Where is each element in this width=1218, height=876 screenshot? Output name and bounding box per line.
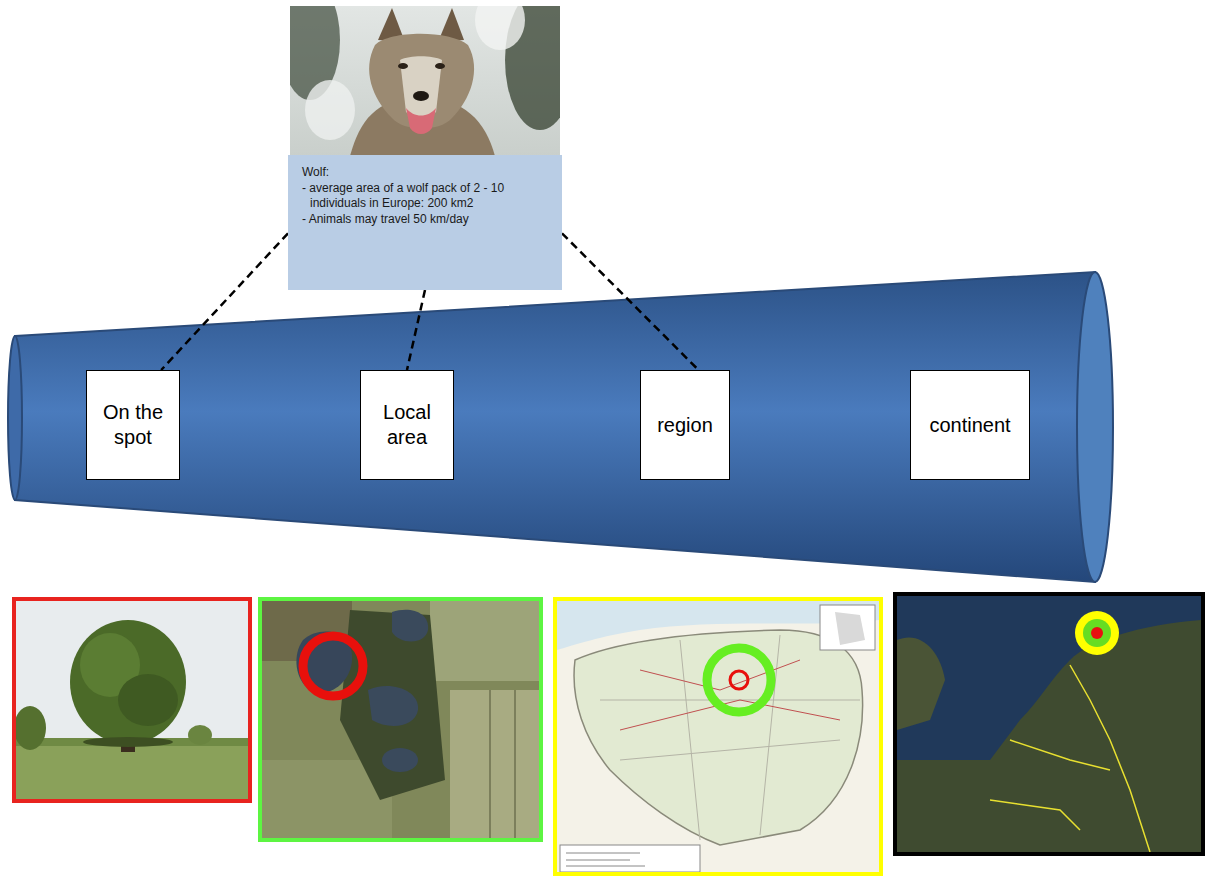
scale-box: Local area [360,370,454,480]
box-title: continent [929,413,1010,438]
scale-box: On the spot [86,370,180,480]
scale-box: region [640,370,730,480]
dashed-connector [562,233,699,370]
scale-funnel [8,272,1113,582]
box-text: - Animals may travel 50 km/day [302,212,550,228]
dashed-connector [161,233,288,370]
info-box: Wolf:- average area of a wolf pack of 2 … [288,155,562,290]
wolf-photo [290,6,560,156]
scale-box: continent [910,370,1030,480]
aerial-photo [260,599,541,840]
satellite-map [895,594,1203,854]
box-title: Local area [369,400,445,450]
province-map [555,599,881,874]
box-text: - average area of a wolf pack of 2 - 10 … [302,181,550,212]
box-title: On the spot [95,400,171,450]
box-title: region [657,413,713,438]
dashed-connector [407,290,425,370]
box-title: Wolf: [302,165,550,181]
tree-photo [14,599,250,802]
